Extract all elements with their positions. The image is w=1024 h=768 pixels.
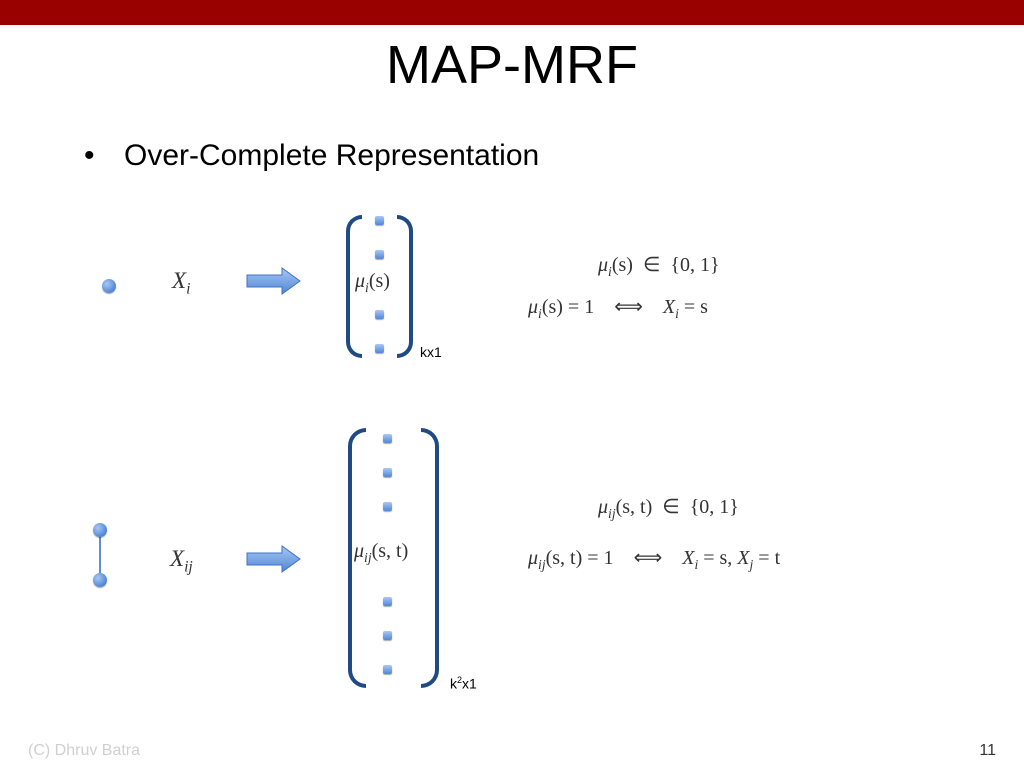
vector-entry-dot	[383, 631, 392, 640]
vector-entry-dot	[375, 310, 384, 319]
page-number: 11	[979, 742, 996, 759]
node-variable: Xi	[172, 268, 191, 298]
edge-top-node-icon	[93, 523, 107, 537]
right-arrow-icon	[246, 267, 301, 295]
node-iff-equation: μi(s) = 1 ⟺ Xi = s	[528, 296, 708, 321]
bullet-item: • Over-Complete Representation	[84, 134, 539, 178]
vector-dimension-label: kx1	[420, 344, 442, 360]
bullet-symbol: •	[84, 139, 95, 172]
edge-bottom-node-icon	[93, 573, 107, 587]
edge-line	[99, 532, 101, 578]
vector-entry-dot	[383, 468, 392, 477]
footer-credit: (C) Dhruv Batra	[28, 742, 141, 759]
node-dot-icon	[102, 279, 116, 293]
slide-title: MAP-MRF	[386, 35, 638, 95]
vector-right-bracket	[397, 215, 413, 358]
vector-right-bracket	[421, 428, 439, 688]
right-arrow-icon	[246, 545, 301, 573]
header-bar	[0, 0, 1024, 25]
vector-entry-label: μi(s)	[355, 270, 390, 295]
edge-variable: Xij	[170, 546, 193, 576]
vector-entry-dot	[383, 665, 392, 674]
vector-entry-dot	[375, 344, 384, 353]
vector-entry-dot	[383, 502, 392, 511]
vector-left-bracket	[346, 215, 362, 358]
vector-entry-dot	[375, 216, 384, 225]
edge-iff-equation: μij(s, t) = 1 ⟺ Xi = s, Xj = t	[528, 547, 781, 572]
bullet-text: Over-Complete Representation	[124, 139, 540, 172]
vector-entry-label: μij(s, t)	[354, 540, 409, 565]
vector-entry-dot	[383, 597, 392, 606]
vector-left-bracket	[348, 428, 366, 688]
vector-entry-dot	[383, 434, 392, 443]
edge-membership-equation: μij(s, t) ∈ {0, 1}	[598, 496, 739, 521]
vector-entry-dot	[375, 250, 384, 259]
vector-dimension-label: k2x1	[450, 675, 477, 692]
node-membership-equation: μi(s) ∈ {0, 1}	[598, 254, 720, 279]
